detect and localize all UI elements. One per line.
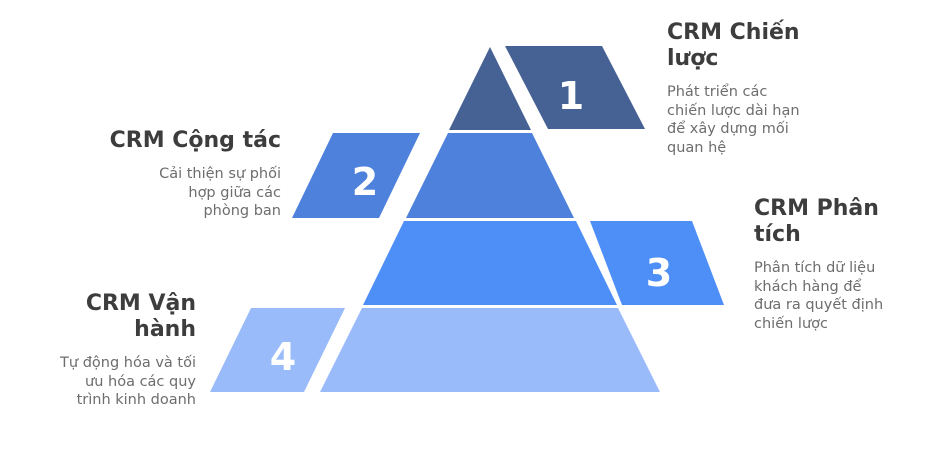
level-2-tab [292, 133, 420, 218]
level-3-title: CRM Phân tích [754, 196, 879, 247]
level-2-label: CRM Cộng tác Cải thiện sự phối hợp giữa … [106, 128, 281, 221]
level-4-tab [210, 308, 345, 392]
pyramid-level-2-slice [406, 133, 574, 218]
level-2-number: 2 [352, 160, 378, 204]
level-1-tab [505, 46, 645, 129]
level-1-title: CRM Chiến lược [667, 20, 800, 71]
pyramid-level-3-slice [363, 221, 617, 305]
pyramid-level-4-slice [320, 308, 660, 392]
level-2-description: Cải thiện sự phối hợp giữa các phòng ban [159, 166, 281, 219]
level-3-description: Phân tích dữ liệu khách hàng để đưa ra q… [754, 260, 884, 332]
pyramid-level-1-slice [449, 47, 531, 130]
level-4-label: CRM Vận hành Tự động hóa và tối ưu hóa c… [54, 291, 196, 410]
level-3-label: CRM Phân tích Phân tích dữ liệu khách hà… [754, 196, 888, 333]
level-1-number: 1 [558, 74, 584, 118]
level-4-number: 4 [270, 335, 296, 379]
level-3-number: 3 [646, 251, 672, 295]
level-4-title: CRM Vận hành [85, 291, 196, 342]
level-1-description: Phát triển các chiến lược dài hạn để xây… [667, 84, 800, 156]
level-2-title: CRM Cộng tác [109, 128, 281, 153]
level-1-label: CRM Chiến lược Phát triển các chiến lược… [667, 20, 805, 157]
level-3-tab [590, 221, 724, 305]
level-4-description: Tự động hóa và tối ưu hóa các quy trình … [60, 355, 196, 408]
